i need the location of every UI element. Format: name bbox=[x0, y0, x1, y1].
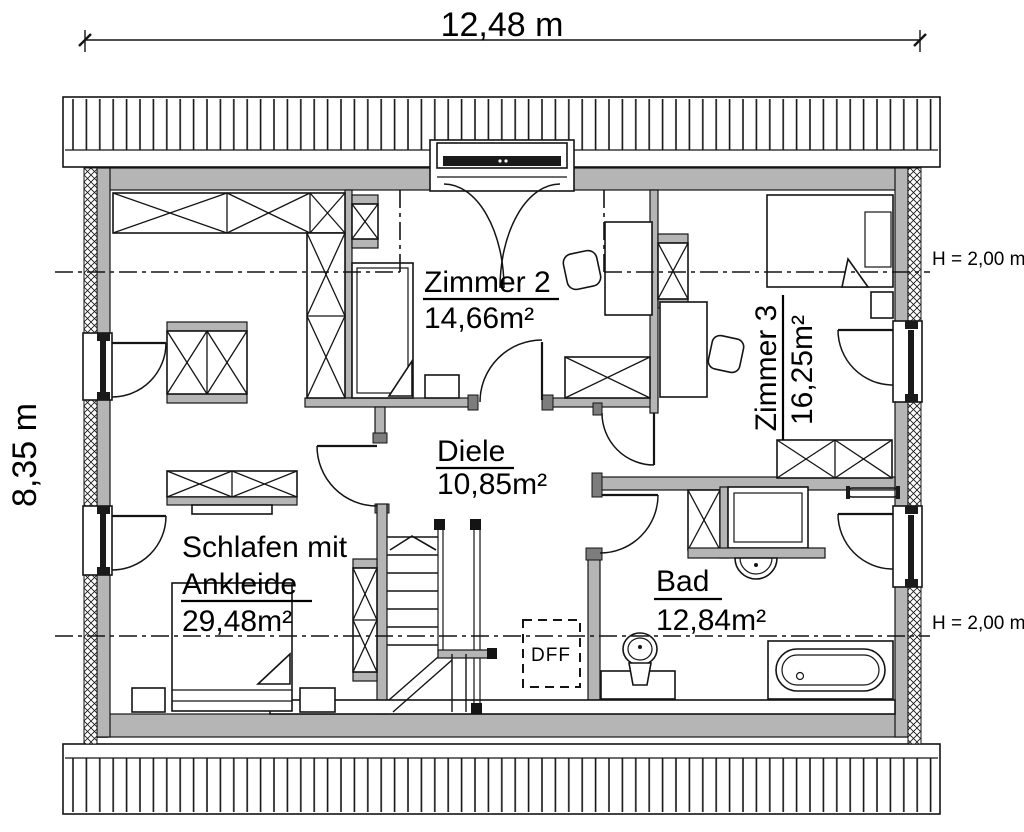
ankleide-wardrobe-symbol bbox=[352, 558, 378, 682]
bathtub-symbol bbox=[767, 640, 894, 700]
dimension-height-label: 8,35 m bbox=[6, 403, 44, 507]
dresser-symbol bbox=[166, 470, 298, 515]
interior-walls bbox=[304, 189, 896, 715]
wardrobe-symbol bbox=[657, 233, 689, 309]
window-west-upper bbox=[82, 332, 167, 401]
partition-wall bbox=[687, 547, 826, 559]
door-schlafen bbox=[316, 444, 378, 507]
single-bed-symbol bbox=[766, 194, 894, 288]
dimension-width-label: 12,48 m bbox=[441, 6, 564, 44]
desk-symbol bbox=[659, 301, 708, 398]
wall-east bbox=[894, 167, 909, 738]
casement-swing-right bbox=[499, 183, 561, 289]
casement-swing-left bbox=[443, 183, 505, 289]
chair-symbol bbox=[562, 249, 602, 291]
room-label-diele: Diele bbox=[437, 435, 505, 468]
height-line-bottom: H = 2,00 m bbox=[55, 613, 1024, 637]
room-area-zimmer3: 16,25m² bbox=[786, 315, 819, 425]
chair-symbol bbox=[707, 334, 745, 374]
room-labels: Schlafen mit Ankleide 29,48m² Zimmer 2 1… bbox=[181, 266, 819, 638]
wardrobe-symbol bbox=[351, 194, 379, 249]
height-line-top: H = 2,00 m bbox=[55, 190, 1024, 273]
dimension-top: 12,48 m bbox=[78, 6, 927, 52]
window-east-upper bbox=[837, 320, 923, 403]
wardrobe-symbol bbox=[112, 192, 346, 399]
room-area-schlafen: 29,48m² bbox=[182, 605, 292, 638]
room-label-zimmer3: Zimmer 3 bbox=[750, 305, 783, 432]
toilet-symbol bbox=[622, 632, 658, 686]
bad-fixtures bbox=[600, 486, 900, 700]
window-east-lower bbox=[837, 505, 923, 588]
height-note-top: H = 2,00 m bbox=[932, 249, 1024, 270]
wall-west bbox=[96, 167, 111, 738]
duct-shaft-symbol bbox=[687, 489, 721, 551]
dresser-symbol bbox=[564, 356, 651, 399]
single-bed-symbol bbox=[351, 262, 414, 399]
window-west-lower bbox=[82, 505, 167, 576]
room-label-bad: Bad bbox=[656, 565, 709, 598]
dresser-symbol bbox=[776, 439, 893, 479]
zimmer2-furniture bbox=[351, 194, 653, 399]
wall-west-insulation bbox=[83, 167, 98, 745]
room-area-bad: 12,84m² bbox=[656, 604, 766, 637]
nightstand-symbol bbox=[299, 687, 336, 713]
door-zimmer3 bbox=[601, 412, 656, 466]
roof-window-label: DFF bbox=[531, 645, 571, 666]
shower-symbol bbox=[727, 486, 809, 549]
roof-window-marker: DFF bbox=[522, 619, 581, 688]
stair-direction-arrow bbox=[389, 535, 437, 551]
room-area-diele: 10,85m² bbox=[437, 468, 547, 501]
room-label-schlafen-line2: Ankleide bbox=[182, 568, 297, 601]
nightstand-symbol bbox=[870, 291, 894, 319]
wall-east-insulation bbox=[907, 167, 922, 745]
knee-wall bbox=[269, 699, 896, 715]
dormer-window bbox=[429, 139, 575, 289]
nightstand-symbol bbox=[131, 687, 166, 713]
double-bed-symbol bbox=[171, 582, 293, 712]
height-note-bottom: H = 2,00 m bbox=[932, 613, 1024, 634]
schlafen-furniture bbox=[112, 192, 378, 713]
room-area-zimmer2: 14,66m² bbox=[424, 302, 534, 335]
desk-symbol bbox=[604, 221, 653, 316]
room-label-schlafen-line1: Schlafen mit bbox=[182, 531, 348, 564]
roof-overhang-bottom bbox=[62, 743, 941, 815]
door-bad bbox=[599, 493, 659, 554]
room-label-zimmer2: Zimmer 2 bbox=[424, 266, 551, 299]
door-zimmer2 bbox=[479, 339, 544, 403]
wall-south bbox=[87, 713, 909, 738]
nightstand-symbol bbox=[424, 374, 460, 399]
window-glazing-icon bbox=[443, 156, 561, 166]
partition-wall bbox=[719, 486, 729, 559]
washbasin-symbol bbox=[734, 557, 778, 580]
stairs-symbol bbox=[387, 519, 497, 714]
closet-symbol bbox=[166, 321, 248, 404]
radiator-symbol bbox=[846, 486, 900, 499]
